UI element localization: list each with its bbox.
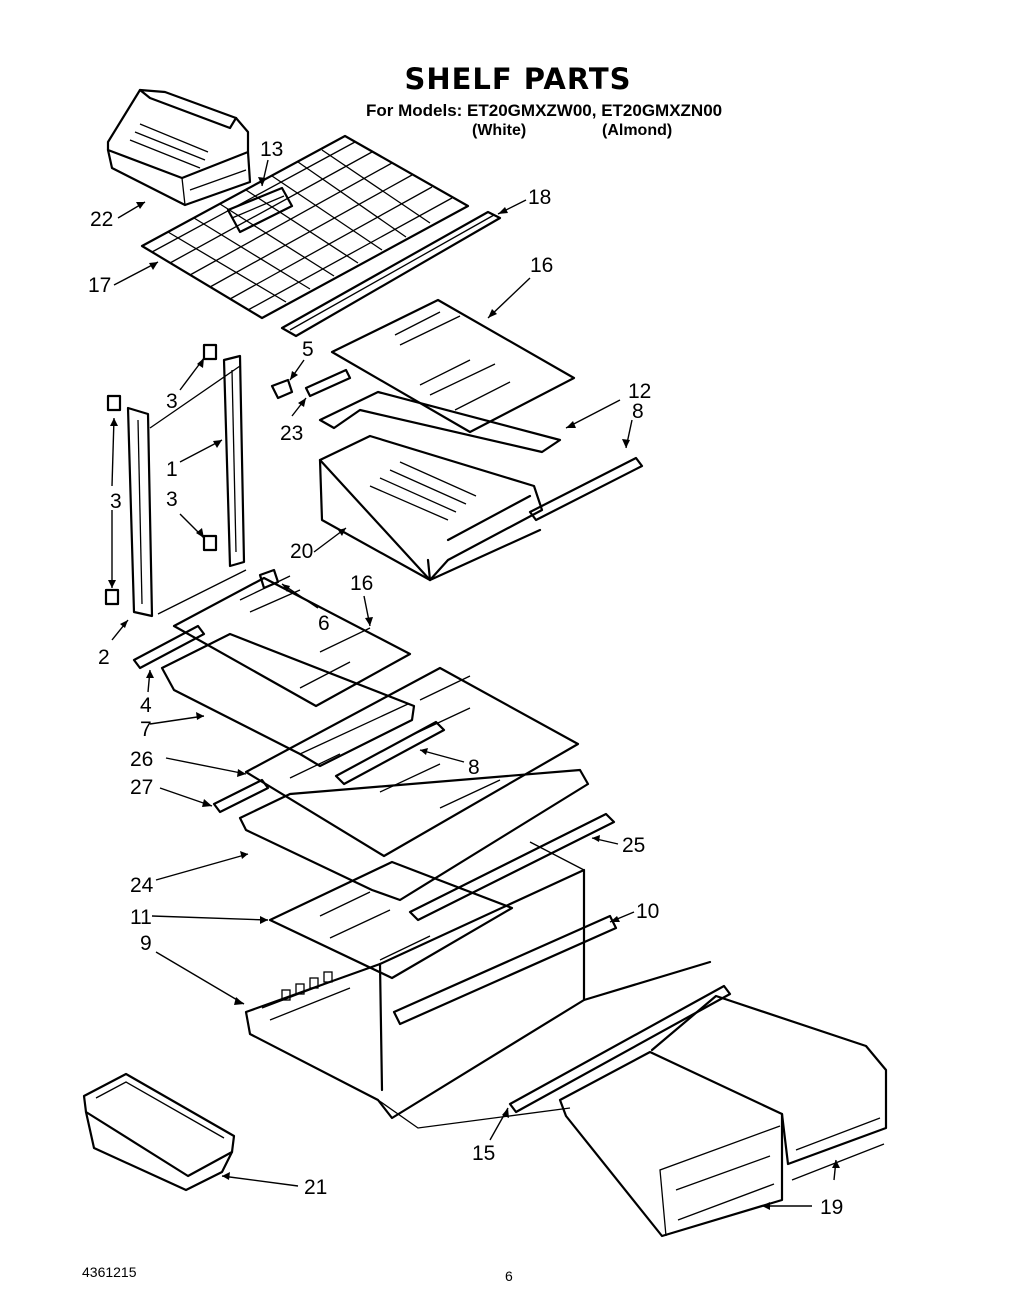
callout-11: 11 xyxy=(130,906,152,929)
callout-20: 20 xyxy=(290,540,313,563)
callout-8b: 8 xyxy=(468,756,480,779)
models-line: For Models: ET20GMXZW00, ET20GMXZN00 xyxy=(366,101,723,120)
callout-15: 15 xyxy=(472,1142,495,1165)
part-20-pan xyxy=(318,434,544,582)
callout-16b: 16 xyxy=(350,572,373,595)
phantom-line-lower xyxy=(377,841,585,1129)
part-4-rail xyxy=(132,624,206,670)
part-7-shelf-frame xyxy=(160,632,416,768)
callout-12: 12 xyxy=(628,380,651,403)
part-1-vertical-rail-right xyxy=(222,354,246,568)
leader-lines xyxy=(108,159,840,1210)
part-2-vertical-rail-left xyxy=(126,406,154,618)
part-10-cover xyxy=(392,914,618,1026)
callout-24: 24 xyxy=(130,874,154,897)
part-23-support xyxy=(304,368,352,398)
part-15-rail xyxy=(508,984,732,1114)
variant-white-label: (White) xyxy=(472,122,527,139)
part-8-rail-upper xyxy=(528,456,644,522)
part-24-shelf-frame xyxy=(238,768,590,902)
callout-3c: 3 xyxy=(166,488,178,511)
callout-1: 1 xyxy=(166,458,178,481)
variant-almond-label: (Almond) xyxy=(602,122,673,139)
document-number: 4361215 xyxy=(82,1264,137,1280)
part-19-crisper-drawers xyxy=(558,994,888,1238)
callout-18: 18 xyxy=(528,186,551,209)
callout-labels: 22 13 18 17 16 5 3 23 12 8 1 3 3 20 6 16… xyxy=(88,138,843,1219)
callout-4: 4 xyxy=(140,694,152,717)
callout-21: 21 xyxy=(304,1176,327,1199)
part-22-bin xyxy=(106,88,252,207)
part-16-glass-shelf-upper xyxy=(330,298,576,434)
callout-19: 19 xyxy=(820,1196,843,1219)
part-3-clips xyxy=(104,343,218,606)
callout-9: 9 xyxy=(140,932,152,955)
callout-17: 17 xyxy=(88,274,111,297)
part-13-divider xyxy=(226,186,294,234)
part-8-rail-lower xyxy=(334,720,446,786)
callout-23: 23 xyxy=(280,422,303,445)
part-12-shelf-frame xyxy=(318,390,562,454)
callout-16a: 16 xyxy=(530,254,553,277)
part-16-glass-shelf-lower xyxy=(172,575,412,708)
callout-2: 2 xyxy=(98,646,110,669)
callout-7: 7 xyxy=(140,718,152,741)
callout-26: 26 xyxy=(130,748,153,771)
part-25-rail xyxy=(408,812,616,922)
part-26-glass-shelf xyxy=(244,666,580,858)
part-11-glass-shelf xyxy=(268,860,514,980)
page-number: 6 xyxy=(505,1268,513,1284)
callout-25: 25 xyxy=(622,834,645,857)
part-9-crisper-cover xyxy=(244,868,712,1120)
callout-5: 5 xyxy=(302,338,314,361)
callout-8a: 8 xyxy=(632,400,644,423)
page-title: SHELF PARTS xyxy=(404,62,632,96)
callout-13: 13 xyxy=(260,138,283,161)
callout-22: 22 xyxy=(90,208,113,231)
callout-27: 27 xyxy=(130,776,153,799)
part-5-screw xyxy=(270,378,294,400)
callout-6: 6 xyxy=(318,612,330,635)
callout-3a: 3 xyxy=(166,390,178,413)
part-27-rail xyxy=(212,778,270,814)
callout-3b: 3 xyxy=(110,490,122,513)
part-18-rail xyxy=(280,210,502,338)
part-21-door-bin xyxy=(82,1072,236,1192)
phantom-line-upper xyxy=(149,365,247,615)
part-17-wire-shelf xyxy=(140,134,470,320)
callout-10: 10 xyxy=(636,900,659,923)
